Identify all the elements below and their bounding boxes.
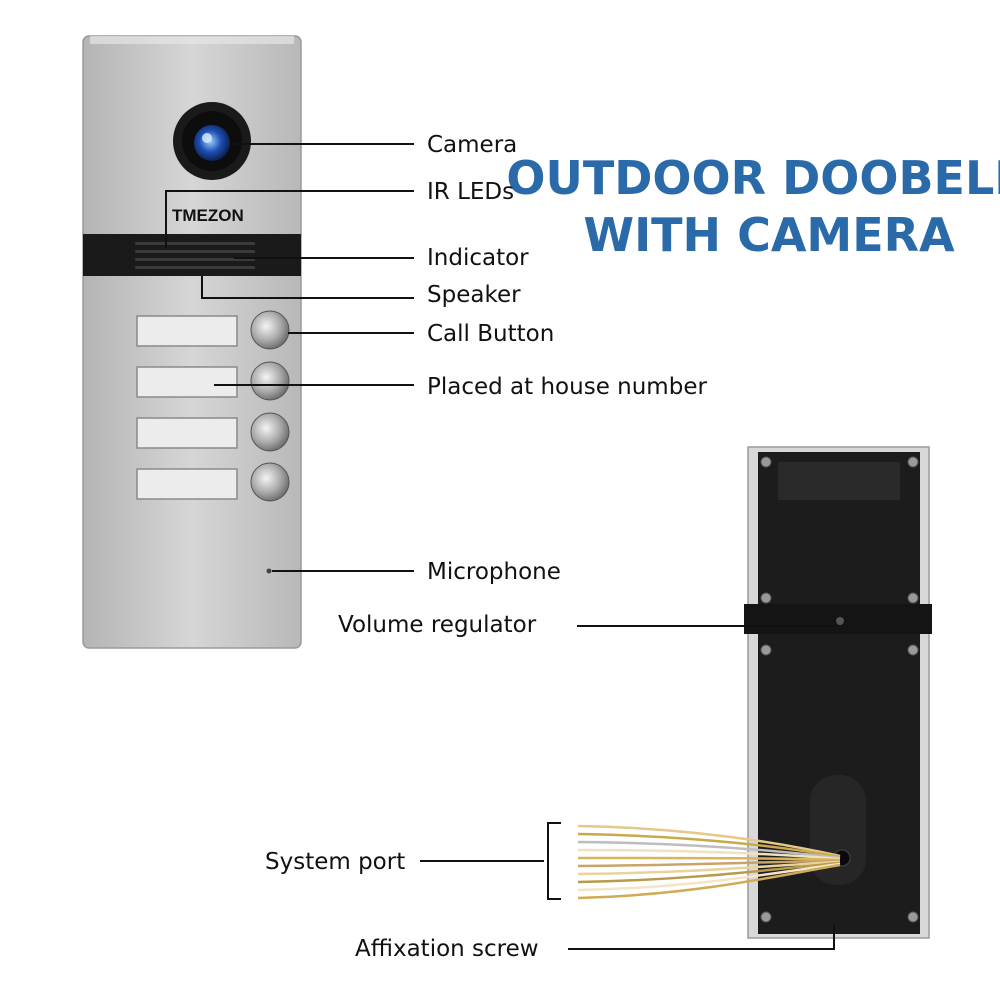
indicator-band — [83, 234, 301, 276]
label-call-button: Call Button — [427, 321, 554, 347]
speaker-grille — [135, 242, 255, 269]
name-plate-4 — [136, 468, 238, 500]
volume-regulator-hole — [836, 617, 844, 625]
microphone-hole — [266, 568, 272, 574]
label-house-number: Placed at house number — [427, 374, 707, 400]
label-volume-regulator: Volume regulator — [338, 612, 537, 638]
label-system-port: System port — [265, 849, 405, 875]
call-button-2 — [250, 361, 290, 401]
label-microphone: Microphone — [427, 559, 561, 585]
label-speaker: Speaker — [427, 282, 521, 308]
label-indicator: Indicator — [427, 245, 529, 271]
label-camera: Camera — [427, 132, 517, 158]
system-port-wires — [577, 824, 841, 900]
call-button-1 — [250, 310, 290, 350]
camera-lens-icon — [194, 125, 230, 161]
call-button-3 — [250, 412, 290, 452]
front-panel: TMEZON — [82, 35, 302, 649]
call-button-4 — [250, 462, 290, 502]
name-plate-1 — [136, 315, 238, 347]
brand-logo: TMEZON — [172, 206, 244, 225]
title-line-2: WITH CAMERA — [583, 208, 955, 262]
label-ir-leds: IR LEDs — [427, 179, 514, 205]
affixation-screws — [760, 456, 919, 923]
title-line-1: OUTDOOR DOOBELL — [506, 151, 1000, 205]
name-plate-2 — [136, 366, 238, 398]
name-plate-3 — [136, 417, 238, 449]
back-panel — [744, 446, 932, 939]
label-affixation-screw: Affixation screw — [355, 936, 539, 962]
